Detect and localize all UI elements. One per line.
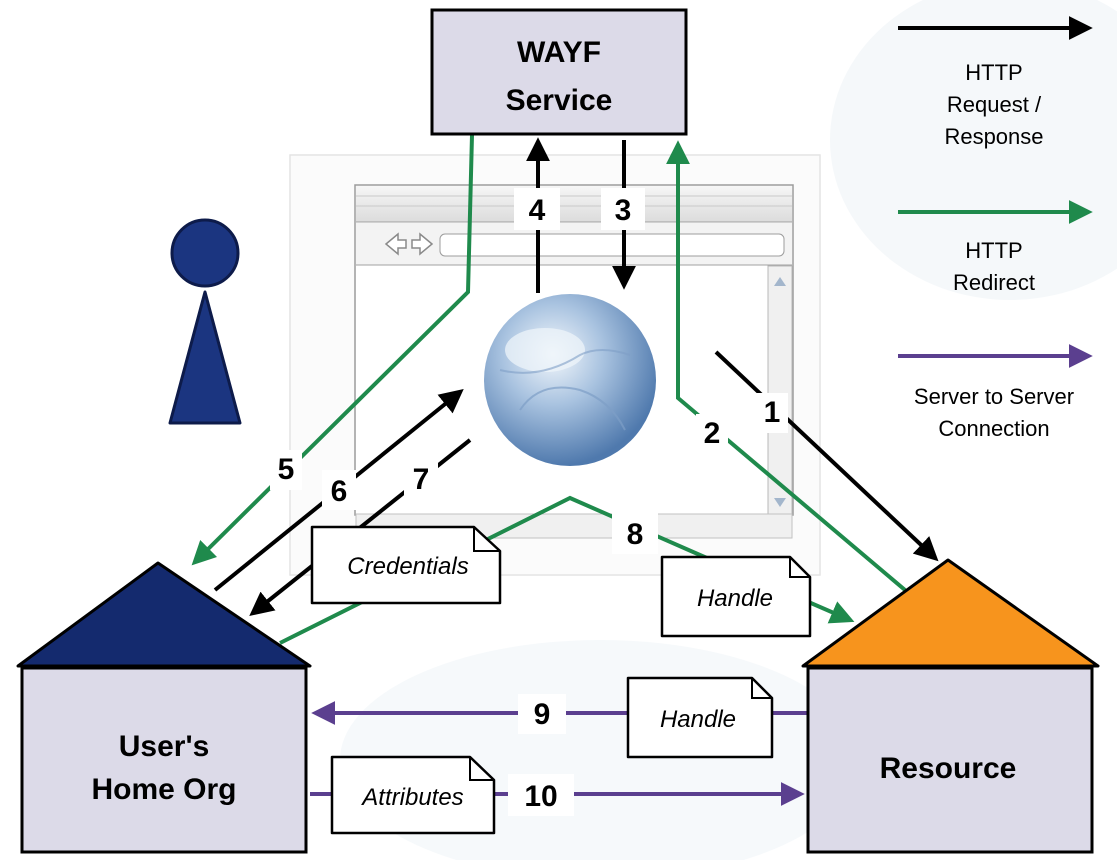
background-glow: [830, 0, 1117, 300]
back-forward-arrows-icon: [384, 232, 434, 256]
step-label-10: 10: [524, 780, 557, 813]
legend-item-server-to-server: Server to Server Connection: [898, 344, 1093, 441]
home-org-node: User's Home Org: [16, 561, 312, 854]
credentials-note-text: Credentials: [347, 553, 468, 580]
attributes-note: Attributes: [330, 755, 496, 835]
home-org-title-line2: Home Org: [91, 773, 236, 806]
legend-item-http-request: HTTP Request / Response: [898, 16, 1093, 149]
step-label-5: 5: [278, 453, 295, 486]
handle-note-bottom-text: Handle: [660, 706, 736, 733]
resource-title: Resource: [880, 752, 1017, 785]
arrow-step-2: [666, 140, 907, 592]
handle-note-top: Handle: [660, 555, 812, 638]
legend-redirect-line1: HTTP: [965, 238, 1022, 263]
person-icon: [168, 218, 242, 425]
legend: HTTP Request / Response HTTP Redirect Se…: [898, 16, 1093, 441]
globe-icon: [484, 294, 656, 466]
legend-item-http-redirect: HTTP Redirect: [898, 200, 1093, 295]
step-label-2: 2: [704, 417, 721, 450]
legend-redirect-line2: Redirect: [953, 270, 1035, 295]
step-labels: 1 2 3 4 5 6 7 8 9 10: [270, 188, 788, 816]
step-label-7: 7: [413, 463, 430, 496]
handle-note-top-text: Handle: [697, 585, 773, 612]
credentials-note: Credentials: [310, 525, 502, 605]
step-label-6: 6: [331, 475, 348, 508]
wayf-title-line1: WAYF: [517, 36, 601, 69]
step-label-3: 3: [615, 194, 632, 227]
step-label-9: 9: [534, 698, 551, 731]
legend-server-line1: Server to Server: [914, 384, 1074, 409]
home-org-title-line1: User's: [119, 730, 210, 763]
wayf-title-line2: Service: [506, 84, 613, 117]
wayf-service-node: WAYF Service: [430, 8, 688, 136]
legend-server-line2: Connection: [938, 416, 1049, 441]
arrow-step-1: [714, 350, 939, 562]
handle-note-bottom: Handle: [626, 676, 774, 759]
resource-node: Resource: [801, 558, 1100, 854]
legend-request-line1: HTTP: [965, 60, 1022, 85]
step-label-8: 8: [627, 518, 644, 551]
attributes-note-text: Attributes: [360, 784, 463, 811]
legend-request-line3: Response: [944, 124, 1043, 149]
step-label-4: 4: [529, 194, 546, 227]
step-label-1: 1: [764, 396, 781, 429]
legend-request-line2: Request /: [947, 92, 1042, 117]
